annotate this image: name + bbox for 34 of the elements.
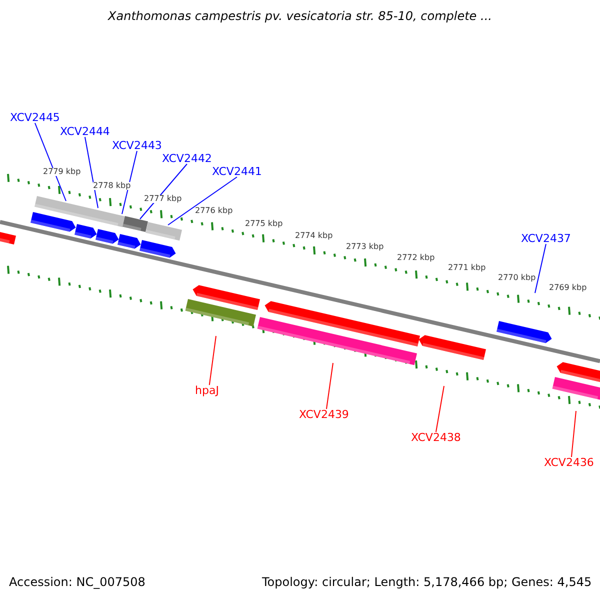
scale-label: 2770 kbp [498,274,536,282]
scale-label: 2774 kbp [295,232,333,240]
scale-label: 2771 kbp [448,264,486,272]
leader-line [570,410,576,458]
scale-label: 2769 kbp [549,284,587,292]
gene-label: XCV2436 [544,457,594,468]
scale-label: 2775 kbp [245,220,283,228]
gene-label: XCV2438 [411,432,461,443]
footer-text: Topology: circular; Length: 5,178,466 bp; Genes: 4,545 [262,576,592,588]
gene-label: XCV2439 [299,409,349,420]
leader-line [534,244,546,294]
scale-label: 2776 kbp [195,207,233,215]
leader-line [326,362,334,410]
leader-line [122,150,138,214]
gene-label: XCV2437 [521,233,571,244]
gene-label: hpaJ [195,385,219,396]
scale-label: 2778 kbp [93,182,131,190]
gene-label: XCV2444 [60,126,110,137]
leader-line [168,176,238,226]
gene-label: XCV2445 [10,112,60,123]
scale-label: 2772 kbp [397,254,435,262]
leader-line [208,336,216,386]
leader-line [435,386,444,432]
leader-line [140,164,188,220]
scale-label: 2777 kbp [144,195,182,203]
footer-text: Accession: NC_007508 [9,576,146,588]
gene-label: XCV2441 [212,166,262,177]
title: Xanthomonas campestris pv. vesicatoria str. 85-10, complete ... [106,10,493,22]
gene-label: XCV2442 [162,153,212,164]
scale-label: 2779 kbp [43,168,81,176]
gene-label: XCV2443 [112,140,162,151]
leader-line [34,122,66,202]
leader-line [84,136,98,208]
scale-label: 2773 kbp [346,243,384,251]
